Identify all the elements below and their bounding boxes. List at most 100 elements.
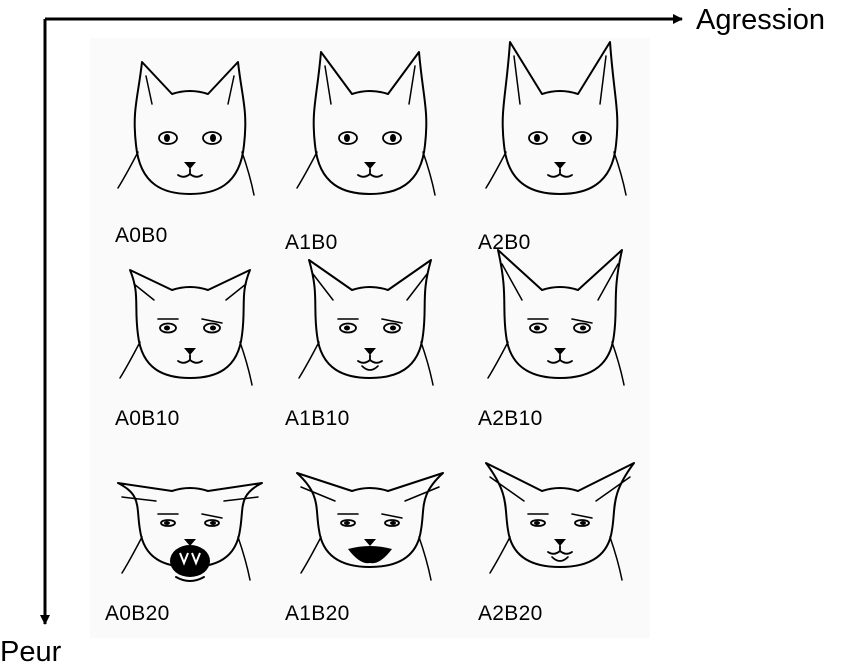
cell-label-a2b10: A2B10 [478, 407, 543, 430]
cat-pupil [210, 325, 216, 331]
cat-inner-ear-left [312, 273, 334, 301]
cat-pupil [390, 521, 396, 525]
cat-mouth-open [170, 545, 210, 577]
cat-inner-ear-right [406, 273, 428, 301]
cat-pupil [344, 521, 350, 525]
cat-inner-ear-left [324, 65, 332, 105]
cat-inner-ear-right [223, 496, 259, 502]
cat-eye [203, 322, 221, 334]
cat-mouth [547, 545, 573, 555]
cat-inner-ear-left [501, 263, 523, 301]
cat-neck-left [121, 536, 143, 574]
cat-brow [381, 318, 403, 324]
cell-label-a1b10: A1B10 [285, 407, 350, 430]
drawing-panel [90, 38, 650, 638]
cell-label-a0b20: A0B20 [105, 602, 170, 625]
cat-mouth [357, 354, 383, 364]
cat-neck-left [117, 151, 139, 189]
cat-pupil [344, 325, 350, 331]
cat-brow [201, 513, 223, 519]
cat-pupil [164, 134, 170, 142]
cell-label-a2b0: A2B0 [478, 231, 531, 254]
cat-head-outline [308, 259, 432, 379]
cat-neck-left [300, 536, 322, 574]
cat-brow [571, 318, 593, 324]
cat-eye [204, 519, 220, 527]
cat-inner-ear-right [408, 65, 416, 105]
cat-eye [530, 519, 546, 527]
cat-eye [338, 131, 358, 145]
cat-eye [574, 519, 590, 527]
cat-pupil [164, 521, 170, 525]
cat-brow [201, 318, 223, 324]
cat-neck-right [422, 151, 436, 196]
cell-label-a0b0: A0B0 [115, 224, 168, 247]
cat-nose [364, 539, 376, 546]
cat-faces-group [117, 41, 635, 582]
cat-eye [160, 519, 176, 527]
cat-inner-ear-right [599, 55, 607, 105]
cat-face-a2b0 [485, 41, 627, 196]
cat-eye [572, 131, 592, 145]
cat-neck-left [487, 341, 509, 379]
cat-inner-ear-right [227, 75, 235, 105]
cat-nose [554, 162, 566, 169]
cat-neck-left [489, 536, 511, 574]
cat-neck-left [119, 341, 141, 379]
cat-head-outline [312, 51, 428, 195]
cat-neck-right [241, 151, 255, 196]
cat-face-a1b10 [298, 259, 434, 386]
cat-head-outline [497, 249, 623, 379]
x-axis-label: Agression [696, 4, 825, 36]
cell-label-a0b10: A0B10 [115, 407, 180, 430]
cat-nose [554, 539, 566, 546]
cat-neck-right [239, 341, 253, 386]
cat-lower-lip [361, 365, 379, 371]
cat-mouth-open [348, 546, 392, 564]
cat-lower-lip [551, 556, 569, 562]
cat-inner-ear-right [597, 263, 619, 301]
cat-inner-ear-right [404, 486, 440, 502]
cat-head-outline [501, 41, 619, 195]
cat-fangs [179, 552, 201, 566]
cat-inner-ear-left [121, 496, 157, 502]
cat-eye [159, 322, 177, 334]
cat-inner-ear-left [300, 486, 336, 502]
cat-face-a2b20 [485, 462, 635, 581]
cell-label-a1b20: A1B20 [285, 602, 350, 625]
cat-eye [382, 131, 402, 145]
cat-nose [364, 162, 376, 169]
cell-label-a1b0: A1B0 [285, 231, 338, 254]
cat-mouth [547, 354, 573, 364]
cat-mouth [357, 168, 383, 178]
cat-eye [573, 322, 591, 334]
cat-pupil [344, 134, 350, 142]
cat-nose [184, 162, 196, 169]
cat-pupil [534, 134, 540, 142]
cat-neck-left [296, 151, 318, 189]
cat-nose [364, 348, 376, 355]
cat-head-outline [485, 462, 635, 568]
cat-eye [158, 131, 178, 145]
cat-eye [383, 322, 401, 334]
cat-chin [175, 576, 205, 582]
cat-inner-ear-right [595, 476, 631, 502]
cat-neck-left [485, 151, 507, 189]
cat-pupil [534, 325, 540, 331]
cat-brow [571, 513, 593, 519]
cat-nose [184, 539, 196, 546]
cat-pupil [210, 134, 216, 142]
cat-pupil [580, 521, 586, 525]
cat-head-outline [296, 472, 444, 568]
cat-inner-ear-left [513, 55, 521, 105]
cat-head-outline [133, 61, 247, 195]
cat-pupil [390, 134, 396, 142]
cat-neck-right [420, 341, 434, 386]
cat-neck-left [298, 341, 320, 379]
cat-face-a0b10 [119, 269, 253, 386]
cat-neck-right [613, 151, 627, 196]
cat-neck-right [611, 341, 625, 386]
cell-label-a2b20: A2B20 [478, 602, 543, 625]
cat-pupil [580, 325, 586, 331]
